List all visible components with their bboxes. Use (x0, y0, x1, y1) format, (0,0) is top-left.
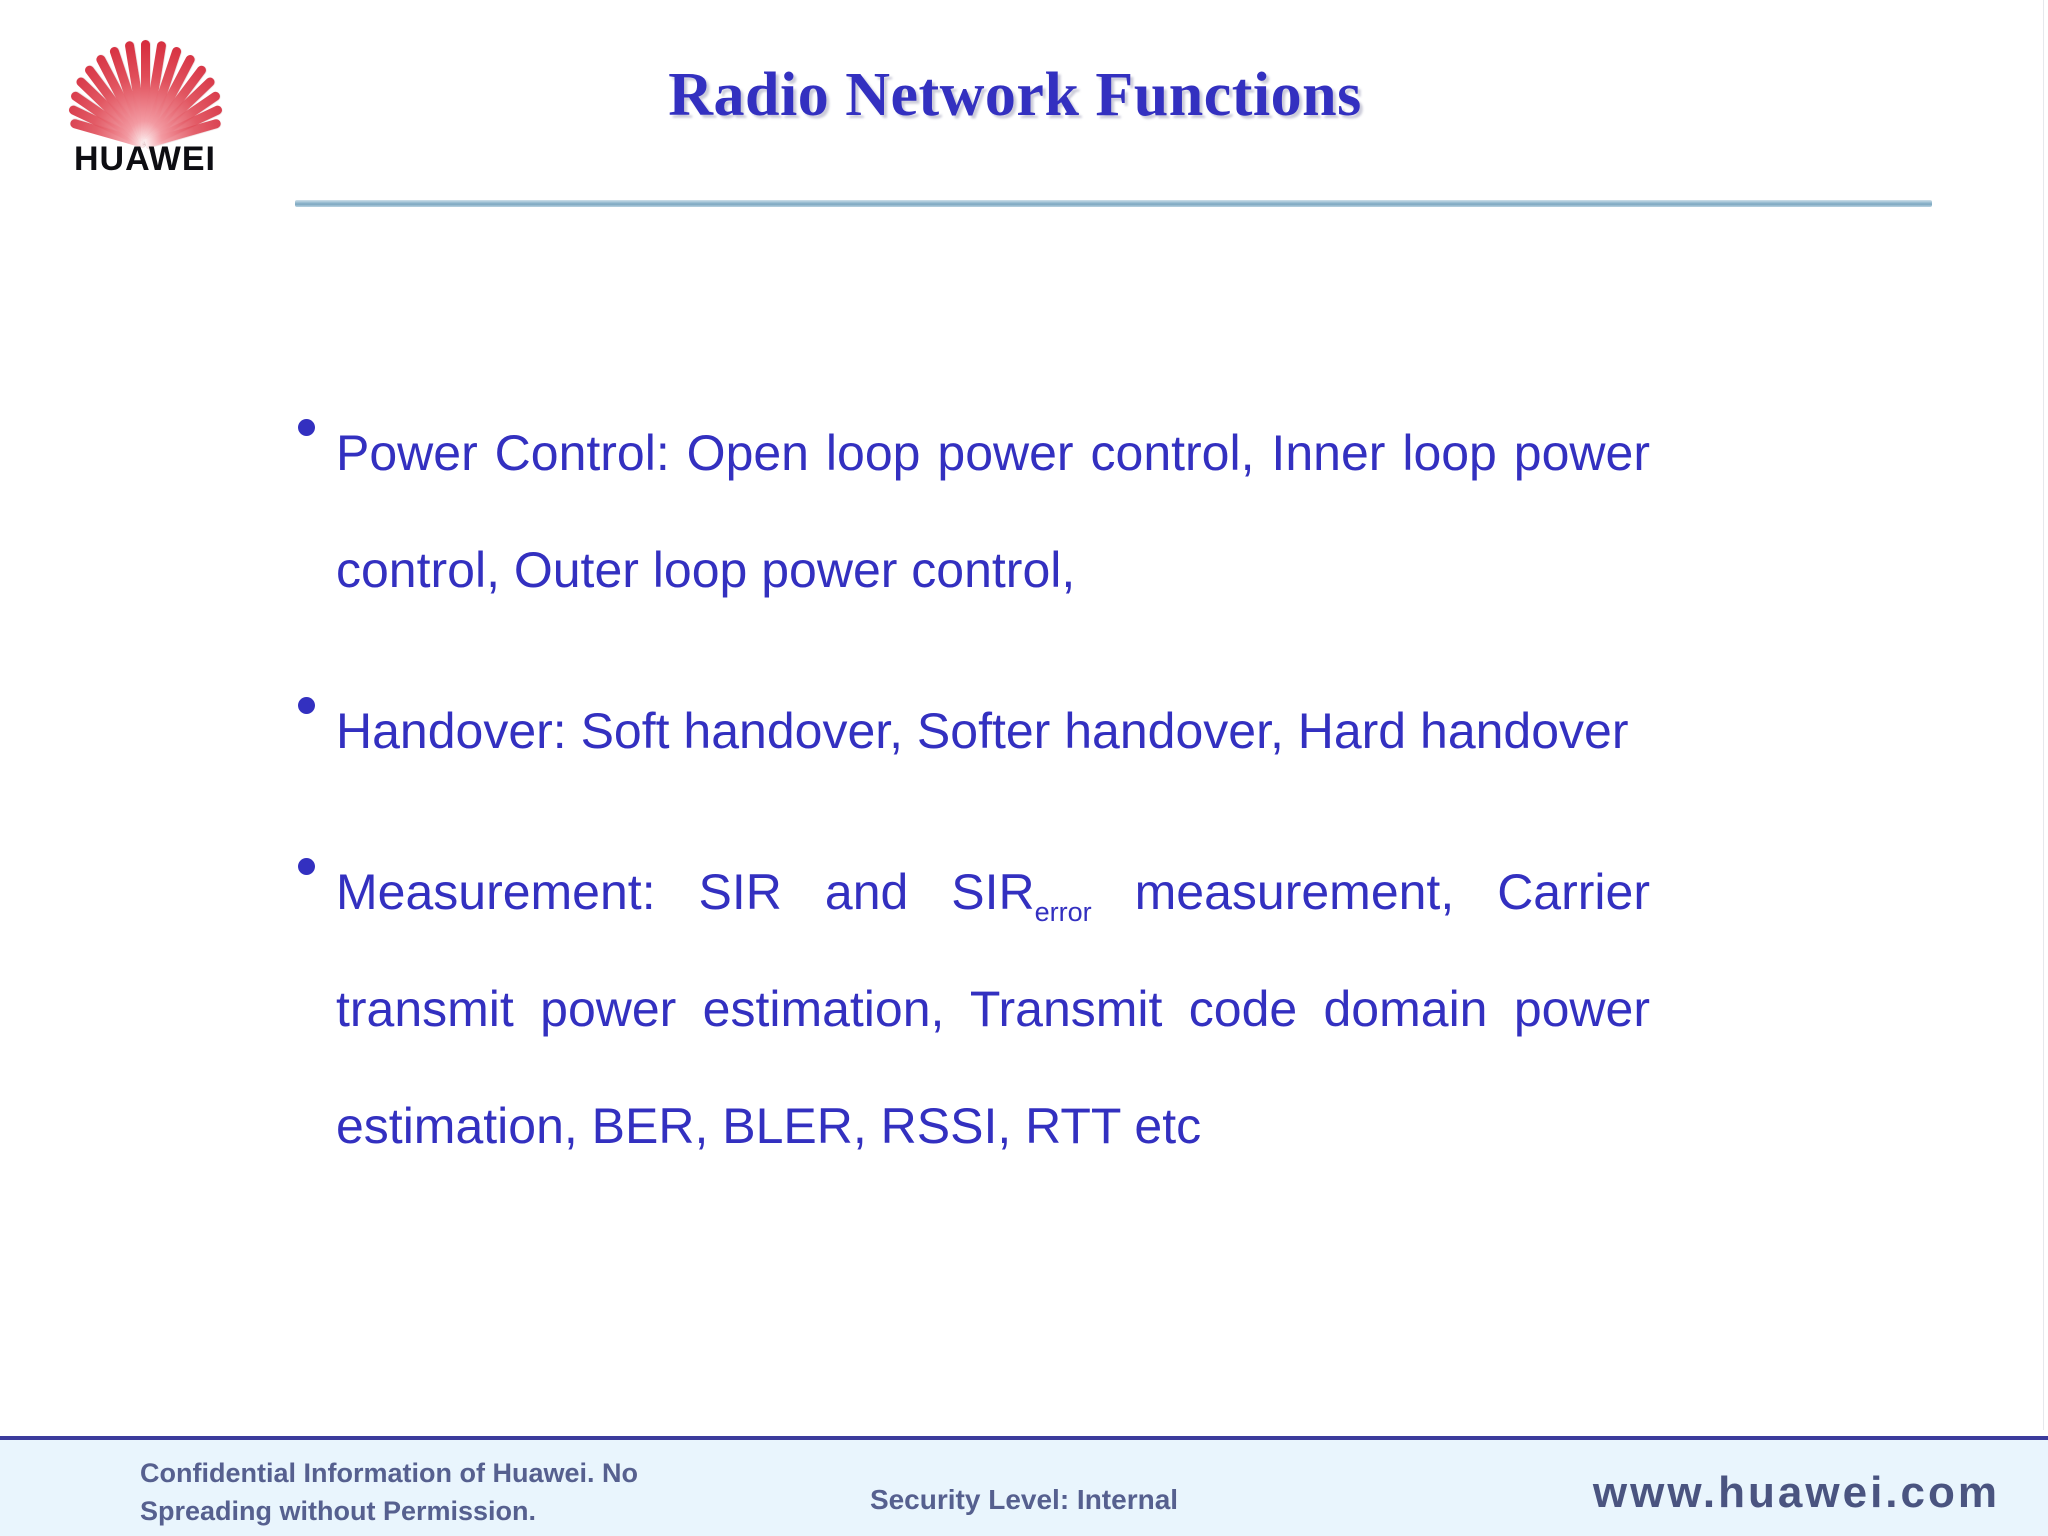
list-item: Handover: Soft handover, Softer handover… (290, 673, 1650, 790)
bullet-text-handover: Handover: Soft handover, Softer handover… (336, 703, 1629, 759)
security-level-label: Security Level: Internal (869, 1484, 1179, 1515)
bullet-dot-icon (298, 697, 315, 714)
list-item: Measurement: SIR and SIRerror measuremen… (290, 834, 1650, 1185)
confidential-notice: Confidential Information of Huawei. No S… (140, 1458, 638, 1526)
title-divider (295, 200, 1932, 207)
bullet-text-measurement: Measurement: SIR and SIRerror measuremen… (336, 834, 1650, 1185)
list-item: Power Control: Open loop power control, … (290, 395, 1650, 629)
huawei-website[interactable]: www.huawei.com (1592, 1468, 2000, 1517)
huawei-petal (140, 40, 150, 144)
bullet-dot-icon (298, 419, 315, 436)
slide-footer: Confidential Information of Huawei. No S… (0, 1436, 2048, 1536)
huawei-fan-icon (60, 28, 230, 149)
huawei-logo: HUAWEI (50, 28, 240, 188)
measurement-subscript: error (1034, 897, 1092, 927)
measurement-text-tail: measurement, Carrier transmit power esti… (336, 864, 1650, 1154)
huawei-wordmark: HUAWEI (74, 140, 216, 178)
measurement-text-lead: Measurement: SIR and SIR (336, 864, 1035, 920)
bullet-text-power-control: Power Control: Open loop power control, … (336, 425, 1650, 598)
bullet-list: Power Control: Open loop power control, … (290, 395, 1650, 1229)
slide-right-edge (2043, 0, 2044, 1430)
page-title: Radio Network Functions (668, 61, 1362, 129)
bullet-dot-icon (298, 858, 315, 875)
